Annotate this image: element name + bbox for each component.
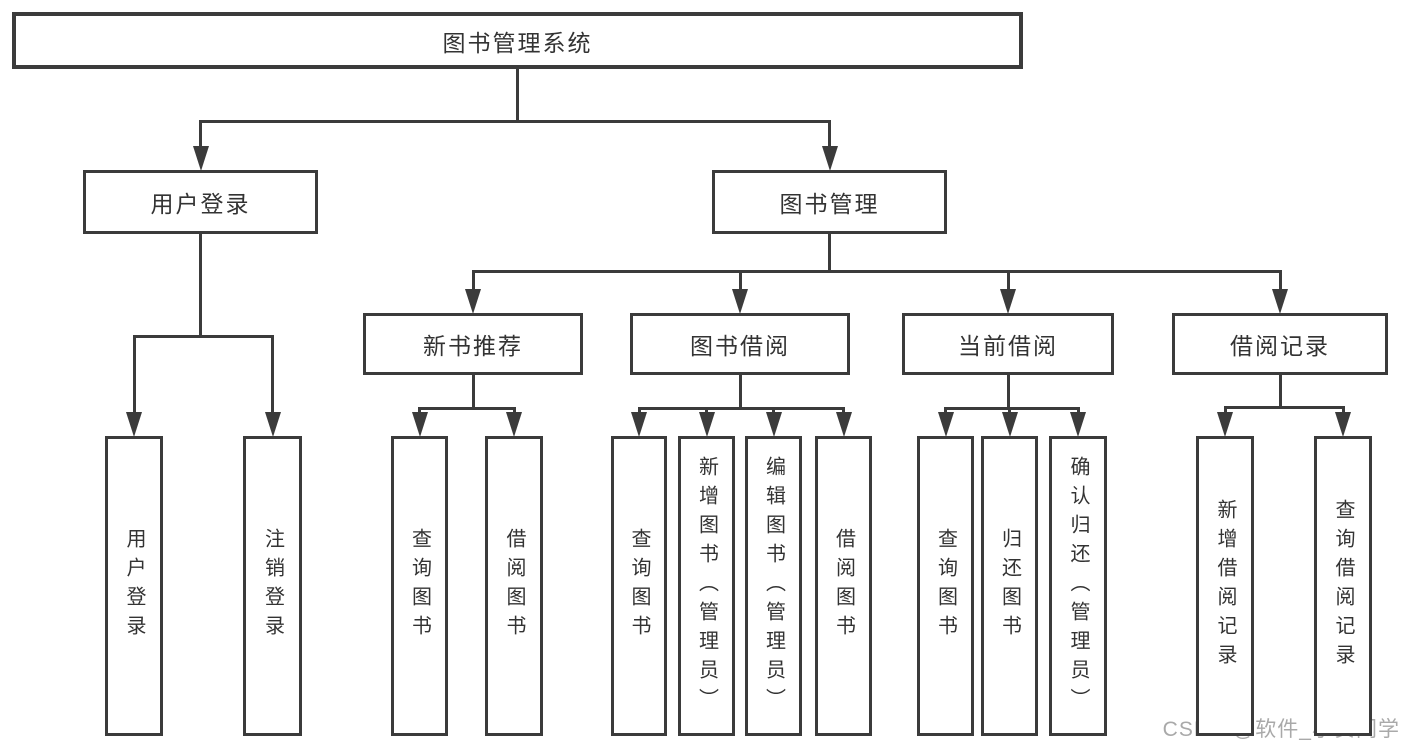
arrowhead-down-icon	[835, 412, 852, 437]
node-new-book-recommendation: 新书推荐	[363, 313, 583, 375]
node-label-leaf-add-borrow-record: 新增借阅记录	[1214, 499, 1236, 673]
connector-line	[418, 407, 516, 410]
connector-line	[1008, 407, 1011, 415]
arrowhead-down-icon	[1000, 289, 1016, 314]
node-root: 图书管理系统	[12, 12, 1023, 69]
node-book-management: 图书管理	[712, 170, 947, 234]
connector-line	[132, 335, 274, 338]
node-book-borrowing: 图书借阅	[630, 313, 850, 375]
connector-line	[842, 407, 845, 415]
connector-line	[1006, 375, 1010, 410]
arrowhead-down-icon	[937, 412, 954, 437]
node-leaf-return-books: 归还图书	[981, 436, 1038, 736]
node-label-leaf-edit-books: 编辑图书（管理员）	[762, 455, 785, 717]
node-label-leaf-borrow-books-1: 借阅图书	[503, 528, 525, 644]
connector-line	[199, 234, 202, 338]
node-label-leaf-borrow-books-2: 借阅图书	[832, 528, 855, 644]
arrowhead-down-icon	[1217, 412, 1233, 437]
node-leaf-confirm-return: 确认归还（管理员）	[1049, 436, 1107, 736]
arrowhead-down-icon	[732, 289, 748, 314]
arrowhead-down-icon	[126, 412, 142, 437]
arrowhead-down-icon	[465, 289, 481, 314]
node-leaf-add-borrow-record: 新增借阅记录	[1196, 436, 1254, 736]
node-leaf-borrow-books-1: 借阅图书	[485, 436, 543, 736]
connector-line	[772, 407, 775, 415]
arrowhead-down-icon	[1272, 289, 1288, 314]
connector-line	[1076, 407, 1080, 415]
node-label-leaf-query-borrow-record: 查询借阅记录	[1332, 499, 1354, 673]
node-label-book-borrowing: 图书借阅	[690, 333, 790, 359]
node-label-leaf-query-books-1: 查询图书	[408, 528, 431, 644]
connector-line	[512, 407, 516, 415]
connector-line	[738, 375, 742, 410]
arrowhead-down-icon	[506, 412, 522, 437]
arrowhead-down-icon	[765, 412, 782, 437]
node-label-root: 图书管理系统	[442, 29, 593, 56]
arrowhead-down-icon	[1335, 412, 1351, 437]
node-label-current-borrowing: 当前借阅	[958, 333, 1058, 359]
connector-line	[828, 234, 831, 273]
arrowhead-down-icon	[1001, 412, 1018, 437]
node-label-book-management: 图书管理	[779, 191, 880, 217]
connector-line	[1006, 270, 1010, 292]
connector-line	[1341, 406, 1345, 415]
connector-line	[944, 407, 947, 415]
node-current-borrowing: 当前借阅	[902, 313, 1114, 375]
connector-line	[828, 120, 831, 149]
arrowhead-down-icon	[192, 146, 209, 171]
arrowhead-down-icon	[821, 146, 838, 171]
node-leaf-query-books-2: 查询图书	[611, 436, 667, 736]
node-leaf-add-books: 新增图书（管理员）	[678, 436, 735, 736]
connector-line	[637, 407, 845, 410]
node-label-leaf-user-login: 用户登录	[123, 528, 145, 644]
node-leaf-user-login: 用户登录	[105, 436, 163, 736]
connector-line	[705, 407, 708, 415]
node-leaf-query-books-1: 查询图书	[391, 436, 448, 736]
connector-line	[132, 335, 136, 415]
node-leaf-logout: 注销登录	[243, 436, 302, 736]
node-user-login: 用户登录	[83, 170, 318, 234]
arrowhead-down-icon	[631, 412, 647, 437]
connector-line	[1278, 270, 1282, 292]
node-label-leaf-add-books: 新增图书（管理员）	[695, 455, 718, 717]
connector-line	[1223, 406, 1227, 415]
connector-line	[637, 407, 641, 415]
connector-line	[418, 407, 421, 415]
connector-line	[738, 270, 742, 292]
connector-line	[471, 375, 475, 410]
connector-line	[471, 270, 475, 292]
node-label-new-book-recommendation: 新书推荐	[423, 333, 523, 359]
arrowhead-down-icon	[1070, 412, 1086, 437]
connector-line	[1223, 406, 1345, 409]
connector-line	[199, 120, 202, 149]
node-label-leaf-query-books-2: 查询图书	[628, 528, 650, 644]
connector-line	[471, 270, 1282, 273]
connector-line	[516, 69, 519, 123]
node-label-leaf-logout: 注销登录	[261, 528, 284, 644]
node-leaf-borrow-books-2: 借阅图书	[815, 436, 872, 736]
node-leaf-query-borrow-record: 查询借阅记录	[1314, 436, 1372, 736]
node-leaf-edit-books: 编辑图书（管理员）	[745, 436, 802, 736]
connector-line	[199, 120, 831, 123]
node-label-borrowing-records: 借阅记录	[1230, 333, 1330, 359]
connector-line	[1278, 375, 1282, 409]
node-leaf-query-books-3: 查询图书	[917, 436, 974, 736]
node-label-leaf-return-books: 归还图书	[998, 528, 1021, 644]
arrowhead-down-icon	[264, 412, 281, 437]
node-borrowing-records: 借阅记录	[1172, 313, 1388, 375]
arrowhead-down-icon	[411, 412, 428, 437]
connector-line	[271, 335, 274, 415]
node-label-leaf-confirm-return: 确认归还（管理员）	[1067, 455, 1089, 717]
connector-line	[944, 407, 1080, 410]
node-label-leaf-query-books-3: 查询图书	[934, 528, 957, 644]
node-label-user-login: 用户登录	[150, 191, 251, 217]
arrowhead-down-icon	[698, 412, 715, 437]
